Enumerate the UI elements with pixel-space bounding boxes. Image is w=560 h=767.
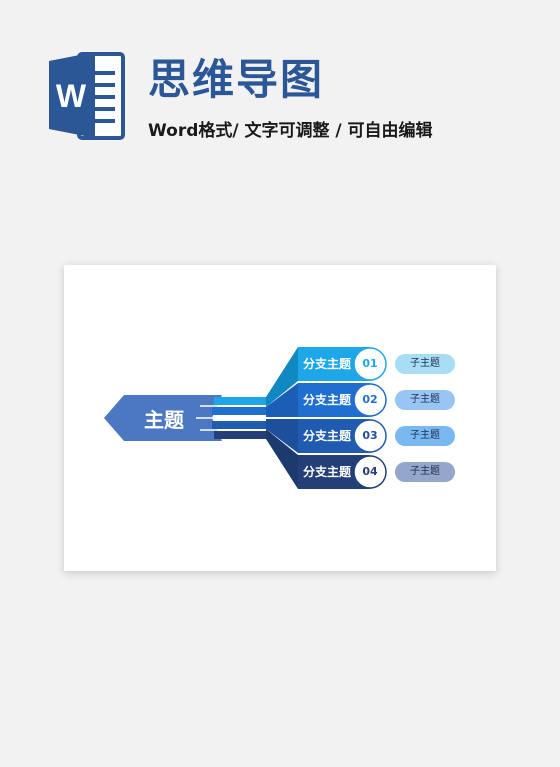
branch-label-01: 分支主题 bbox=[302, 357, 351, 371]
subtopic-pill-01[interactable]: 子主题 bbox=[395, 354, 455, 374]
branch-label-04: 分支主题 bbox=[302, 465, 351, 479]
branch-04[interactable] bbox=[298, 455, 387, 489]
branch-label-02: 分支主题 bbox=[302, 393, 351, 407]
branch-label-03: 分支主题 bbox=[302, 429, 351, 443]
branch-number-02: 02 bbox=[362, 393, 378, 406]
branch-02[interactable] bbox=[298, 383, 387, 417]
center-node-shape[interactable] bbox=[104, 395, 222, 441]
branch-number-03: 03 bbox=[362, 429, 378, 442]
center-topic-label: 主题 bbox=[144, 408, 184, 432]
branch-number-04: 04 bbox=[362, 465, 378, 478]
page-title: 思维导图 bbox=[148, 55, 325, 104]
logo-letter: W bbox=[56, 78, 87, 114]
page-subtitle: Word格式/ 文字可调整 / 可自由编辑 bbox=[148, 121, 433, 141]
subtopic-pill-03[interactable]: 子主题 bbox=[395, 426, 455, 446]
word-logo-icon: W bbox=[49, 52, 125, 140]
branch-01[interactable] bbox=[298, 347, 387, 381]
subtopic-pill-02[interactable]: 子主题 bbox=[395, 390, 455, 410]
subtopic-pill-04[interactable]: 子主题 bbox=[395, 462, 455, 482]
branch-03[interactable] bbox=[298, 419, 387, 453]
branch-number-01: 01 bbox=[362, 357, 378, 370]
